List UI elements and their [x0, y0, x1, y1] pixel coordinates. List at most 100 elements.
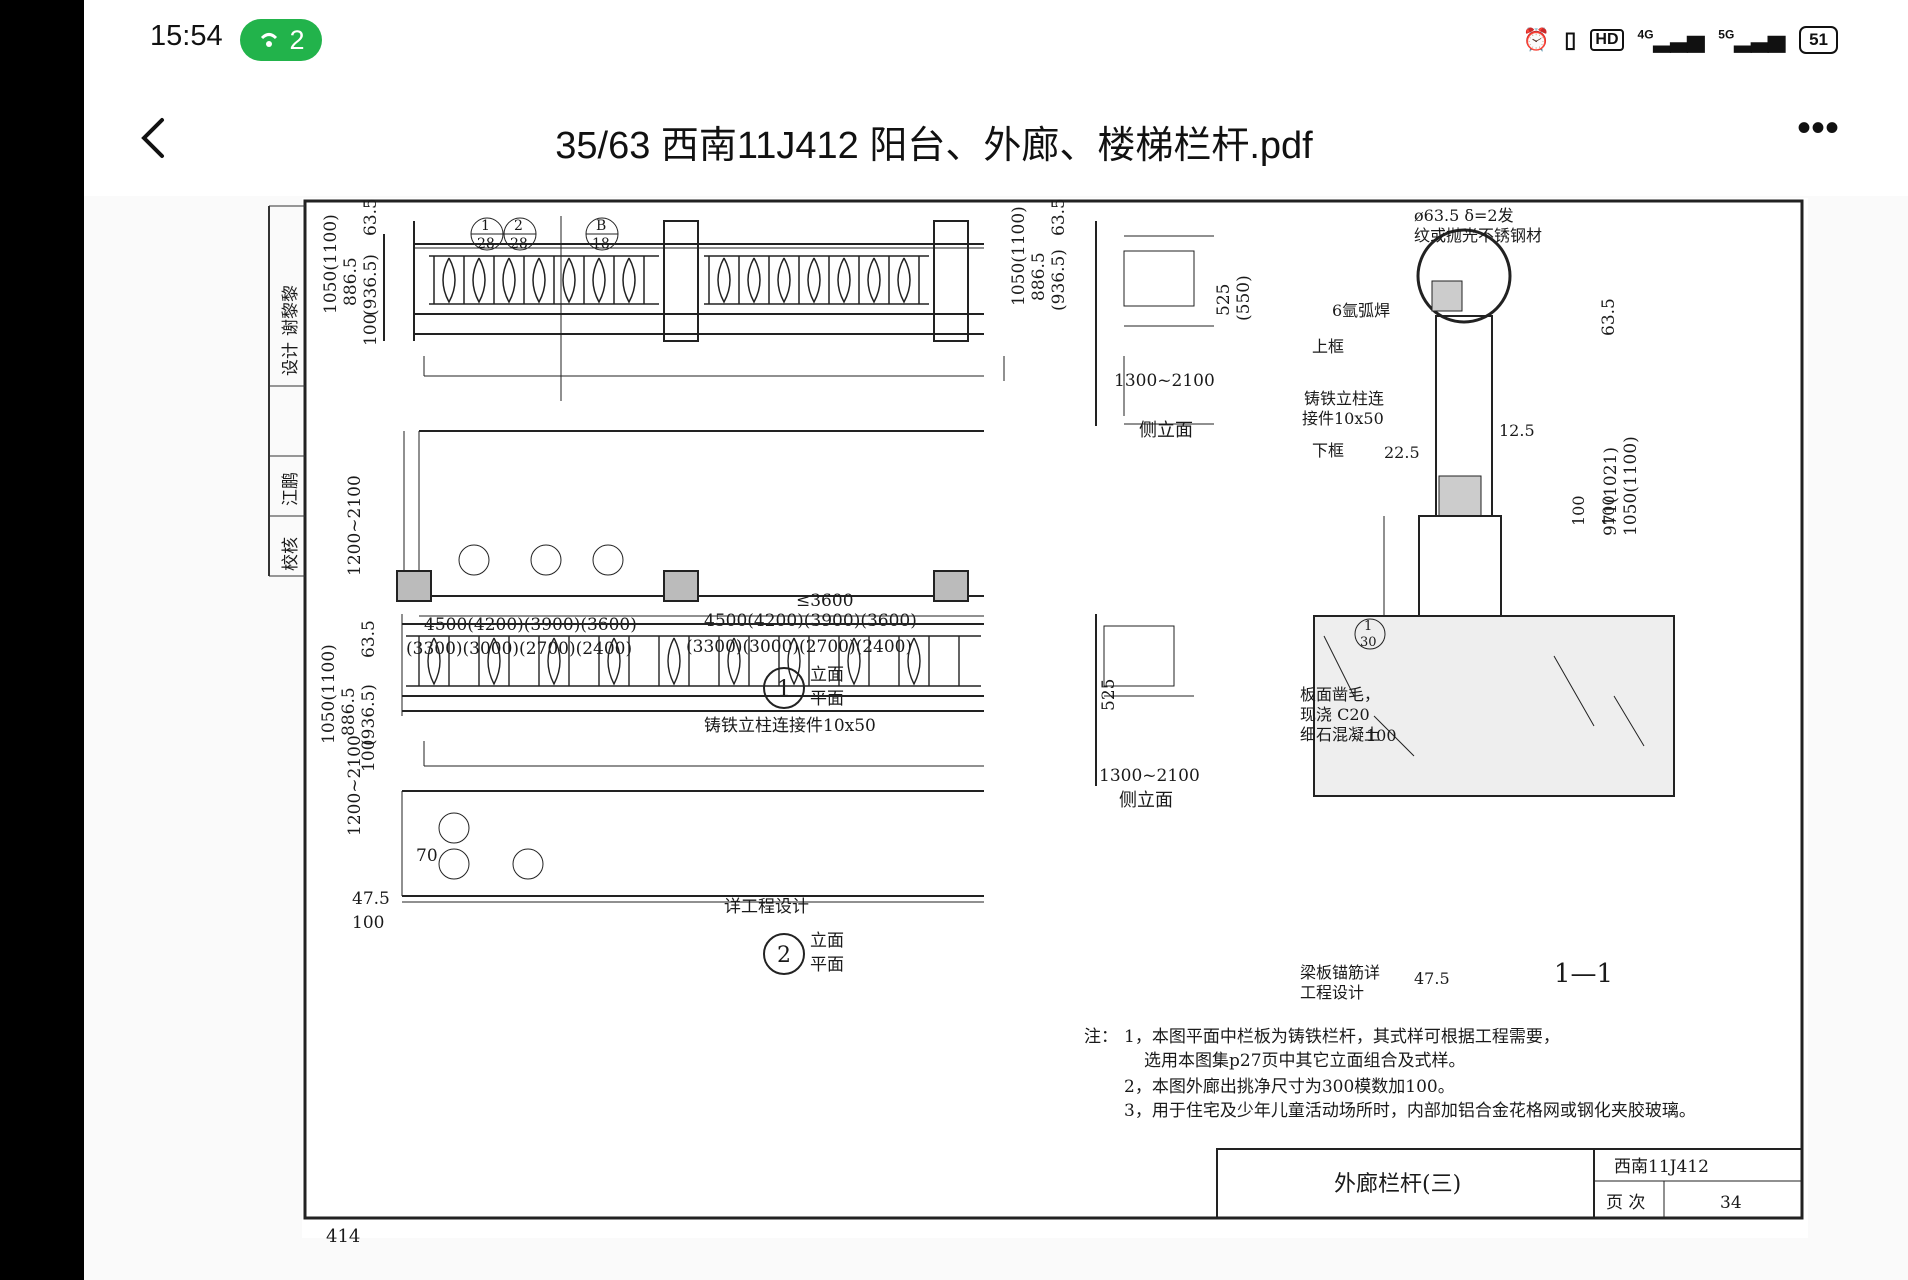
section-fill-3: 细石混凝土 [1300, 725, 1380, 744]
section-top: 上框 [1312, 337, 1344, 356]
ornament-panel-1b [704, 255, 929, 305]
dim-1050: 1050(1100) [321, 214, 341, 314]
plan2-dim-47: 47.5 [352, 889, 390, 909]
side2-label: 侧立面 [1119, 790, 1173, 811]
left-black-edge [0, 0, 84, 1280]
sig-design: 设计 [281, 342, 301, 376]
section-dim-1050: 1050(1100) [1621, 436, 1641, 536]
ref-c-bottom: 18 [592, 236, 610, 252]
title-block [1216, 1148, 1803, 1219]
detail-2-plan: 平面 [810, 955, 844, 975]
status-time: 15:54 [150, 20, 223, 52]
signal-4g: 4G▂▃▅ [1637, 27, 1705, 52]
side1-dim-63: 63.5 [1049, 198, 1069, 236]
title-block-code: 西南11J412 [1614, 1157, 1709, 1177]
side1-label: 侧立面 [1139, 420, 1193, 441]
side1-width: 1300~2100 [1114, 371, 1215, 391]
plan1-width: 1200~2100 [345, 475, 365, 576]
e2-dim-936: (936.5) [359, 684, 379, 746]
side1-dim-886: 886.5 [1029, 252, 1049, 301]
dim-936: (936.5) [361, 254, 381, 316]
ref-b-bottom: 28 [510, 236, 528, 252]
ornament-panel-2 [406, 635, 981, 687]
hotspot-icon [261, 33, 278, 47]
e2-dim-63: 63.5 [359, 620, 379, 658]
back-arrow-icon[interactable] [124, 108, 184, 168]
sig-check: 校核 [281, 537, 301, 571]
section-dim-47: 47.5 [1414, 969, 1450, 988]
title-block-name: 外廊栏杆(三) [1334, 1172, 1461, 1197]
alarm-icon: ⏰ [1522, 27, 1551, 52]
plan2-dim-100: 100 [352, 913, 384, 933]
section-pipe: ø63.5 δ=2发 [1414, 206, 1514, 225]
section-dim-971: 971(1021) [1601, 447, 1621, 536]
more-options-icon[interactable]: ••• [1796, 106, 1839, 150]
ref-section-top: 1 [1364, 619, 1372, 634]
notes-title: 注： [1084, 1027, 1118, 1047]
spacing-row2-a: (3300)(3000)(2700)(2400) [406, 639, 632, 659]
plan-2 [401, 741, 984, 903]
ref-section-bottom: 30 [1360, 635, 1377, 650]
connector-label: 铸铁立柱连接件10x50 [704, 716, 876, 736]
section-anchor-2: 工程设计 [1300, 983, 1364, 1002]
ref-c-top: B [596, 218, 606, 234]
detail-2-number: 2 [777, 943, 791, 968]
ornament-panel-1a [429, 255, 659, 305]
elevation-2 [401, 614, 984, 716]
elevation-1 [383, 216, 984, 401]
dim-886: 886.5 [341, 257, 361, 306]
hotspot-badge: 2 [240, 19, 322, 61]
section-anchor-1: 梁板锚筋详 [1300, 963, 1380, 982]
title-block-page-label: 页 次 [1606, 1193, 1645, 1213]
section-dim-100a: 100 [1569, 495, 1588, 526]
section-dim-63: 63.5 [1599, 298, 1619, 336]
side1-dim-936: (936.5) [1049, 249, 1069, 311]
section-fill-2: 现浇 C20 [1300, 705, 1370, 724]
section-dim-100c: 100 [1366, 726, 1397, 745]
status-icons: ⏰ ▯ HD 4G▂▃▅ 5G▂▃▅ 51 [1523, 20, 1838, 60]
ref-a-top: 1 [481, 218, 490, 234]
note-3: 3，用于住宅及少年儿童活动场所时，内部加铝合金花格网或钢化夹胶玻璃。 [1124, 1101, 1696, 1121]
battery-indicator: 51 [1799, 26, 1838, 54]
section-weld: 6氩弧焊 [1332, 301, 1390, 320]
document-title: 35/63 西南11J412 阳台、外廊、楼梯栏杆.pdf [555, 125, 1313, 167]
hotspot-count: 2 [289, 24, 305, 55]
signal-5g: 5G▂▃▅ [1718, 27, 1786, 52]
section-dim-100b: 100 [1599, 495, 1618, 526]
section-dim-12a: 12.5 [1499, 421, 1535, 440]
title-block-page: 34 [1720, 1193, 1742, 1213]
pdf-viewer[interactable]: 设计 谢黎黎 江鹏 校核 1050(1100) 886.5 (936.5) 63… [84, 196, 1908, 1280]
hd-label: HD [1590, 29, 1624, 51]
status-bar: 15:54 2 ⏰ ▯ HD 4G▂▃▅ 5G▂▃▅ 51 [84, 0, 1908, 80]
design-note: 详工程设计 [724, 897, 809, 917]
sheet-border [303, 199, 1804, 1220]
plan-1 [396, 356, 1005, 617]
detail-1-elev: 立面 [810, 665, 844, 685]
detail-2-elev: 立面 [810, 931, 844, 951]
section-title: 1—1 [1554, 959, 1613, 989]
note-1: 1，本图平面中栏板为铸铁栏杆，其式样可根据工程需要， [1124, 1027, 1560, 1047]
section-bottom: 下框 [1312, 441, 1344, 460]
section-conn2: 接件10x50 [1302, 409, 1384, 428]
note-2: 2，本图外廊出挑净尺寸为300模数加100。 [1124, 1077, 1455, 1097]
vibrate-icon: ▯ [1564, 27, 1577, 52]
drawing-sheet: 设计 谢黎黎 江鹏 校核 1050(1100) 886.5 (936.5) 63… [268, 198, 1808, 1247]
e2-dim-886: 886.5 [339, 687, 359, 736]
side1-dim-550: (550) [1234, 275, 1254, 321]
spacing-row1-b: 4500(4200)(3900)(3600) [704, 611, 917, 631]
dim-63: 63.5 [361, 198, 381, 236]
note-1b: 选用本图集p27页中其它立面组合及式样。 [1144, 1051, 1466, 1071]
plan2-width: 1200~2100 [345, 735, 365, 836]
side1-dim-525: 525 [1214, 284, 1234, 316]
detail-1-plan: 平面 [810, 689, 844, 709]
sig-name2: 江鹏 [281, 472, 301, 506]
section-conn: 铸铁立柱连 [1304, 389, 1384, 408]
refs-top-left [470, 217, 619, 251]
page-number: 414 [326, 1226, 360, 1247]
span-3600: ≤3600 [796, 591, 854, 611]
section-pipe2: 纹或抛光不锈钢材 [1414, 226, 1542, 245]
section-fill-1: 板面凿毛， [1300, 685, 1380, 704]
side2-dim-525: 525 [1099, 679, 1119, 711]
title-bar: 35/63 西南11J412 阳台、外廊、楼梯栏杆.pdf ••• [84, 80, 1908, 197]
section-dim-22: 22.5 [1384, 443, 1420, 462]
